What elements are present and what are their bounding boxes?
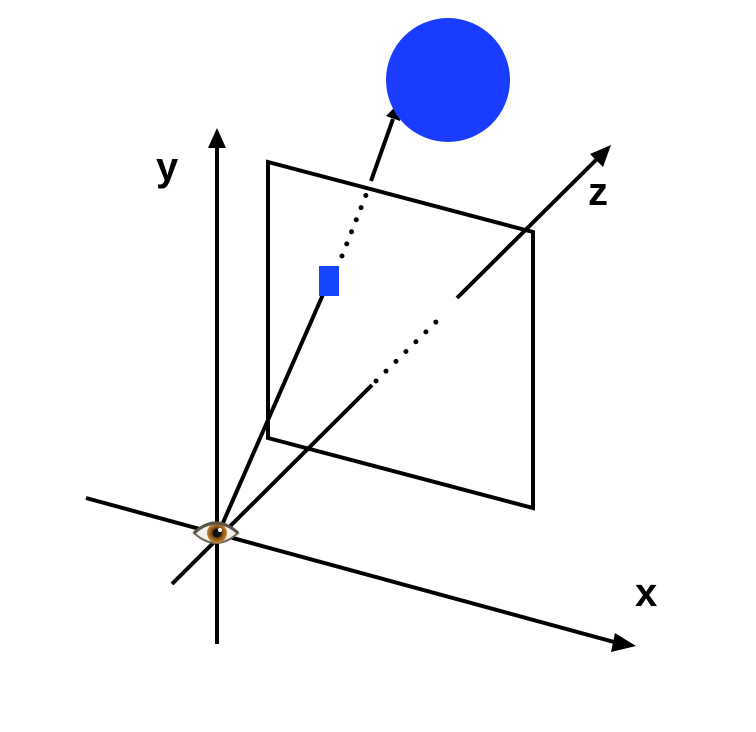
y-axis bbox=[208, 128, 226, 644]
image-plane bbox=[266, 159, 535, 511]
z-axis bbox=[170, 145, 611, 586]
viewing-ray bbox=[220, 101, 401, 526]
eye-icon bbox=[192, 521, 240, 544]
x-axis bbox=[85, 496, 636, 652]
pixel bbox=[319, 266, 339, 296]
y-axis-label: y bbox=[156, 145, 179, 189]
x-axis-label: x bbox=[635, 571, 657, 615]
sphere bbox=[386, 18, 510, 142]
z-axis-label: z bbox=[588, 170, 608, 214]
